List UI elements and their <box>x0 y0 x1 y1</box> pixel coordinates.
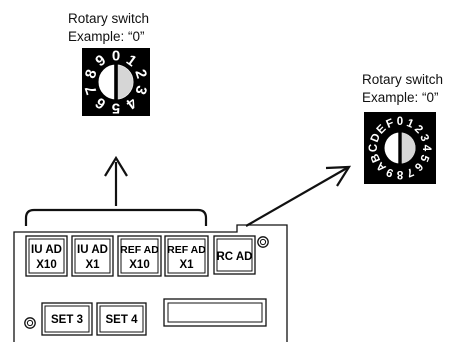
ref-ad-x1-label-1: REF AD <box>167 244 206 256</box>
iu-ad-x1-label-2: X1 <box>85 259 100 271</box>
up-arrow <box>104 155 128 206</box>
left-switch-example: Example: “0” <box>68 29 145 44</box>
right-switch-digit-5: 5 <box>417 153 431 164</box>
group-bracket <box>24 208 208 226</box>
right-switch-digit-3: 3 <box>417 133 431 144</box>
diagonal-arrow <box>245 165 352 227</box>
ref-ad-x1-switch[interactable]: REF AD X1 <box>164 235 209 277</box>
right-switch-example: Example: “0” <box>362 90 439 105</box>
right-switch-digit-7: 7 <box>405 165 416 179</box>
right-switch-title: Rotary switch <box>362 72 443 87</box>
right-switch-digit-0: 0 <box>397 116 403 128</box>
iu-ad-x1-label-1: IU AD <box>77 244 108 256</box>
iu-ad-x10-label-1: IU AD <box>31 244 62 256</box>
screw-icon <box>257 236 269 248</box>
connector-slot <box>163 298 267 327</box>
right-switch-digit-F: F <box>385 117 396 131</box>
ref-ad-x10-label-1: REF AD <box>120 244 159 256</box>
left-switch-knob-shade <box>116 65 133 99</box>
right-switch-pointer <box>398 130 402 166</box>
iu-ad-x1-switch[interactable]: IU AD X1 <box>71 235 114 277</box>
right-switch-knob-shade <box>400 132 416 164</box>
iu-ad-x10-label-2: X10 <box>36 259 56 271</box>
left-switch-digit-0: 0 <box>112 48 120 65</box>
right-switch-digit-1: 1 <box>405 117 416 131</box>
right-switch-digit-8: 8 <box>396 168 403 180</box>
set4-switch[interactable]: SET 4 <box>96 302 147 336</box>
set4-label: SET 4 <box>106 314 139 326</box>
panel-outline <box>13 224 288 342</box>
left-switch-title: Rotary switch <box>68 11 149 26</box>
set3-label: SET 3 <box>51 314 83 326</box>
rc-ad-switch[interactable]: RC AD <box>213 235 256 275</box>
left-switch-pointer <box>114 63 118 101</box>
right-switch-digit-4: 4 <box>420 145 432 152</box>
left-switch-digit-5: 5 <box>112 100 120 117</box>
ref-ad-x10-switch[interactable]: REF AD X10 <box>117 235 162 277</box>
right-switch-digit-C: C <box>368 144 380 152</box>
set3-switch[interactable]: SET 3 <box>41 302 93 336</box>
ref-ad-x10-label-2: X10 <box>129 259 149 271</box>
screw-icon <box>24 317 36 329</box>
rc-ad-label: RC AD <box>217 251 253 263</box>
iu-ad-x10-switch[interactable]: IU AD X10 <box>25 235 68 277</box>
ref-ad-x1-label-2: X1 <box>179 259 194 271</box>
right-switch-digit-9: 9 <box>385 165 396 179</box>
